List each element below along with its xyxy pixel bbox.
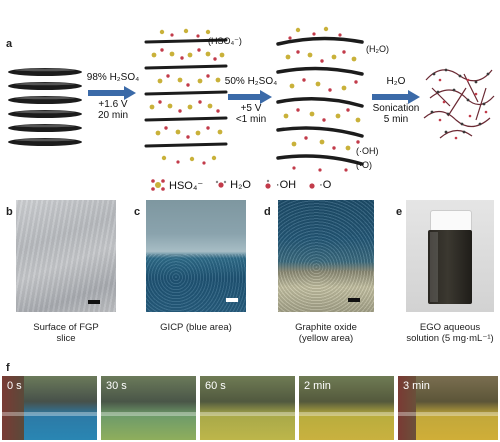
time-label-3min: 3 min (403, 380, 430, 392)
time-label-30s: 30 s (106, 380, 127, 392)
hso4-molecule-icon (151, 179, 165, 191)
process-arrow-3 (372, 90, 420, 104)
step-2-time: <1 min (235, 114, 267, 125)
caption-d-line-1: Graphite oxide (295, 322, 357, 333)
exfoliated-sheets-illustration (423, 68, 495, 140)
scale-bar (348, 298, 360, 302)
step-1-time: 20 min (97, 110, 128, 121)
intercalated-stack-illustration (144, 28, 228, 165)
oxygen-icon (309, 183, 315, 189)
legend-label-o: ·O (319, 179, 332, 191)
time-frame-60s: 60 s (200, 376, 295, 440)
graphite-stack-illustration (8, 68, 82, 146)
legend-label-oh: ·OH (275, 179, 297, 191)
step-1-text: 98% H₂SO₄ +1.6 V 20 min (84, 72, 142, 121)
ego-solution-photo (406, 200, 494, 312)
time-label-0s: 0 s (7, 380, 22, 392)
caption-b-line-1: Surface of FGP (33, 322, 99, 333)
time-frame-3min: 3 min (398, 376, 498, 440)
species-legend: HSO₄⁻ H₂O ·OH ·O (150, 176, 390, 194)
step-2-text: 50% H₂SO₄ +5 V <1 min (222, 76, 280, 125)
step-3-method: Sonication (372, 103, 420, 114)
time-frame-30s: 30 s (101, 376, 196, 440)
caption-b: Surface of FGP slice (10, 322, 122, 344)
time-label-2min: 2 min (304, 380, 331, 392)
legend-item-o: ·O (308, 179, 331, 191)
caption-d: Graphite oxide (yellow area) (270, 322, 382, 344)
gicp-photo (146, 200, 246, 312)
legend-item-h2o: H₂O (215, 179, 251, 191)
caption-c: GICP (blue area) (140, 322, 252, 333)
panel-a-label: a (6, 38, 13, 50)
legend-label-hso4: HSO₄⁻ (169, 179, 204, 192)
caption-e-line-1: EGO aqueous (419, 322, 481, 333)
graphite-oxide-photo (278, 200, 374, 312)
panel-d-label: d (264, 206, 271, 218)
caption-d-line-2: (yellow area) (298, 333, 354, 344)
step-3-time: 5 min (383, 114, 409, 125)
annotation-hso4: (HSO₄⁻) (208, 36, 242, 46)
legend-label-h2o: H₂O (230, 179, 251, 191)
time-frame-2min: 2 min (299, 376, 394, 440)
time-label-60s: 60 s (205, 380, 226, 392)
scale-bar (226, 298, 238, 302)
panel-b-label: b (6, 206, 13, 218)
oxidized-stack-illustration (276, 26, 364, 172)
caption-e: EGO aqueous solution (5 mg·mL⁻¹) (396, 322, 500, 344)
time-frame-0s: 0 s (2, 376, 97, 440)
caption-e-line-2: solution (5 mg·mL⁻¹) (406, 333, 494, 344)
panel-c-label: c (134, 206, 141, 218)
annotation-o: (·O) (356, 160, 372, 170)
step-2-acid: 50% H₂SO₄ (224, 76, 278, 87)
annotation-h2o: (H₂O) (366, 44, 389, 54)
panel-e-label: e (396, 206, 403, 218)
legend-item-hso4: HSO₄⁻ (150, 178, 203, 192)
step-2-voltage: +5 V (240, 103, 262, 114)
step-1-voltage: +1.6 V (98, 99, 128, 110)
vial-body (428, 230, 472, 304)
panel-f-label: f (6, 362, 10, 374)
vial-cap (430, 210, 472, 232)
step-3-solvent: H₂O (386, 76, 406, 87)
caption-b-line-2: slice (56, 333, 76, 344)
caption-c-line-1: GICP (blue area) (160, 322, 232, 333)
annotation-oh: (·OH) (356, 146, 379, 156)
legend-item-oh: ·OH (263, 179, 296, 191)
step-3-text: H₂O Sonication 5 min (368, 76, 424, 125)
process-arrow-2 (228, 90, 272, 104)
process-arrow-1 (88, 86, 136, 100)
hydroxyl-icon (265, 179, 271, 189)
scale-bar (88, 300, 100, 304)
step-1-acid: 98% H₂SO₄ (86, 72, 140, 83)
h2o-molecule-icon (215, 180, 227, 188)
fgp-surface-photo (16, 200, 116, 312)
